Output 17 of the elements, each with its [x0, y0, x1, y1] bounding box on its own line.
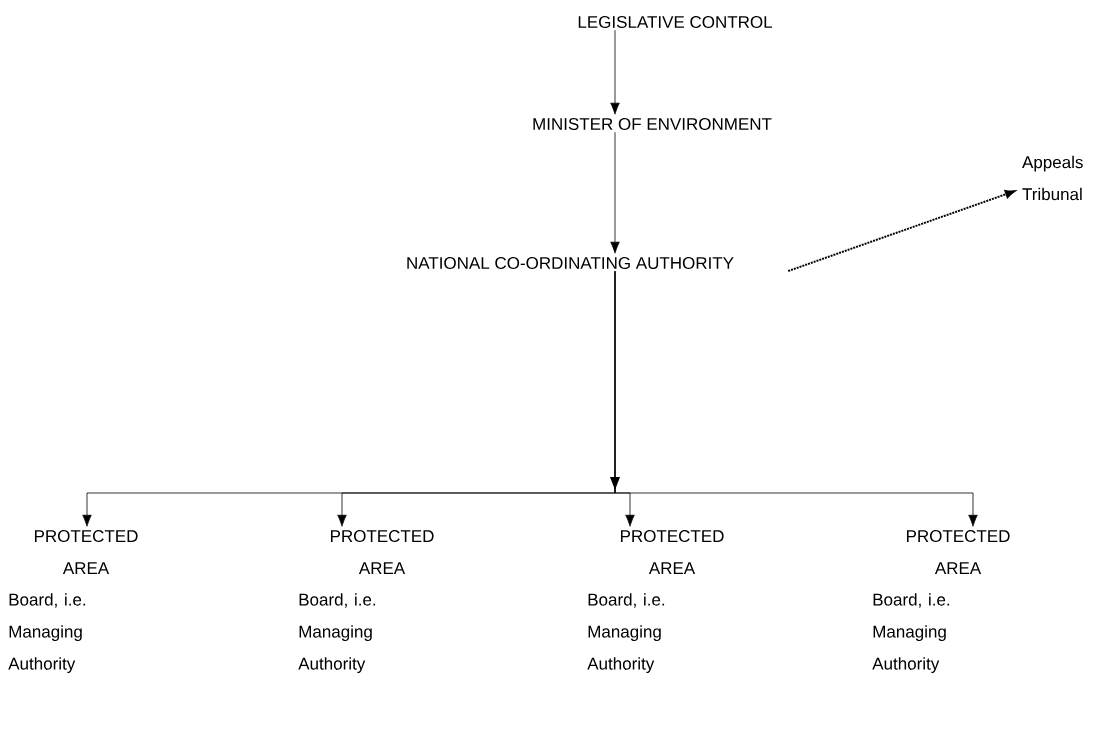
arrow — [610, 29, 620, 115]
heading-text: LEGISLATIVE CONTROL — [578, 15, 773, 28]
board-label: Board, i.e. Managing Authority — [8, 593, 86, 674]
body-label: NATIONAL CO-ORDINATING AUTHORITY — [407, 257, 734, 269]
arrowhead — [610, 477, 620, 490]
area-label: PROTECTED AREA — [907, 530, 1010, 574]
area-label: PROTECTED AREA — [621, 530, 724, 574]
board-label: Board, i.e. Managing Authority — [298, 593, 376, 674]
board-label: Board, i.e. Managing Authority — [587, 593, 665, 674]
area-label: PROTECTED AREA — [35, 530, 138, 574]
body-label: MINISTER OF ENVIRONMENT — [533, 117, 772, 130]
arrow — [787, 189, 1015, 272]
area-label: PROTECTED AREA — [331, 530, 434, 574]
arrow — [610, 131, 620, 254]
board-label: Board, i.e. Managing Authority — [872, 593, 950, 674]
arrow — [614, 270, 978, 527]
body-label: Appeals Tribunal — [1022, 155, 1083, 201]
